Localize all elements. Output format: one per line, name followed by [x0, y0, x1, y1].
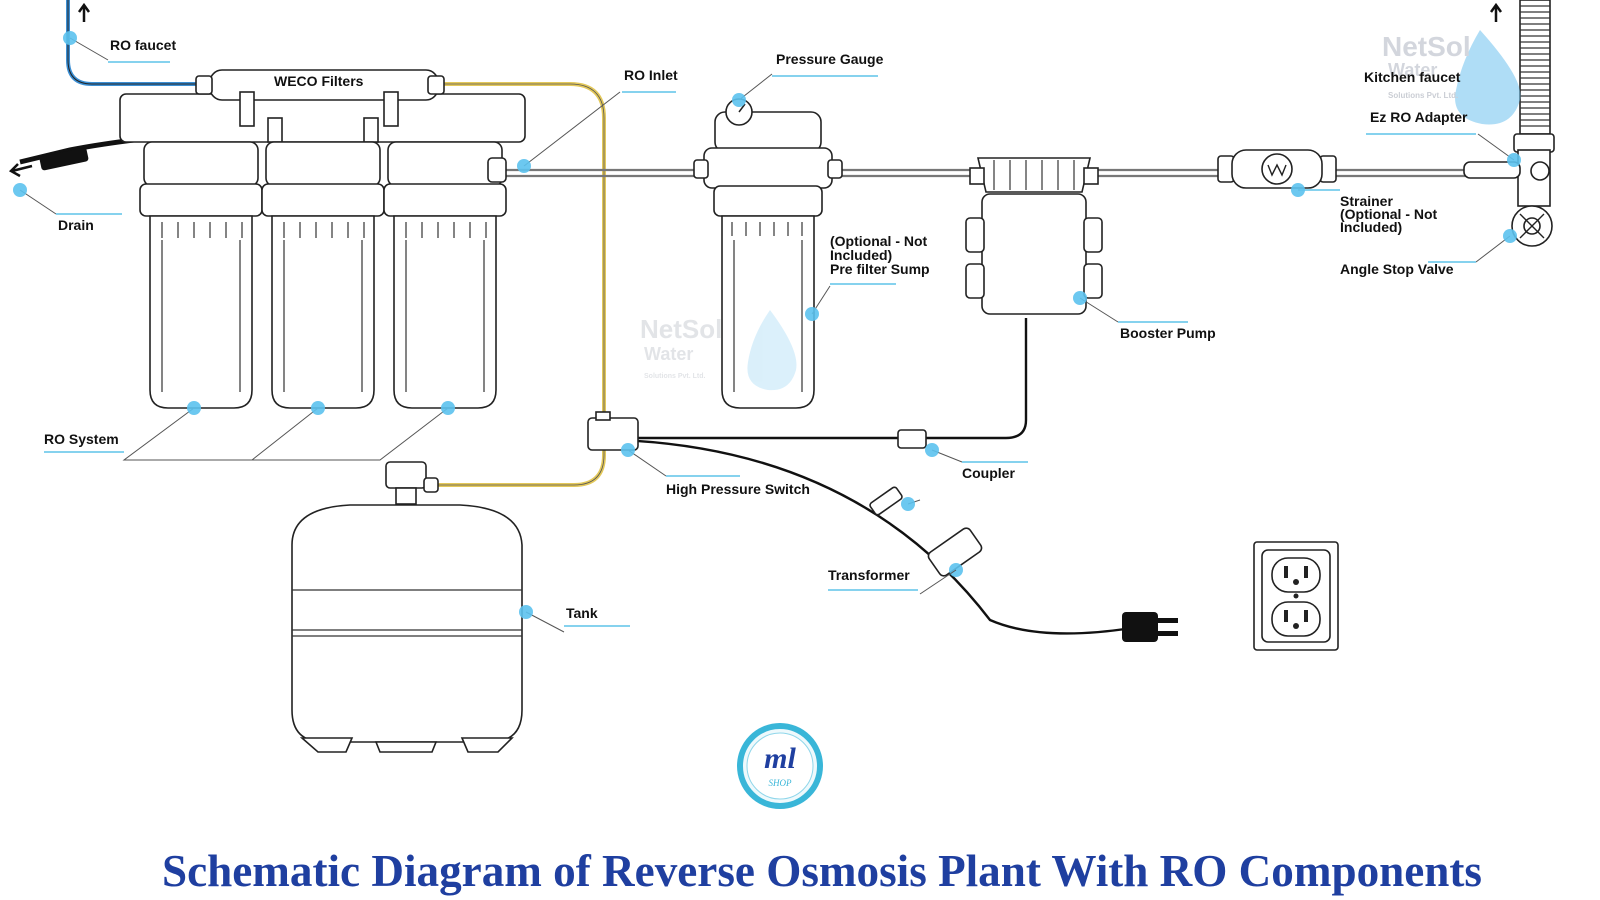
label-strainer-note: (Optional - Not — [1340, 206, 1438, 222]
pump-power-cable — [620, 318, 1028, 440]
svg-text:SHOP: SHOP — [769, 778, 792, 788]
callout-dot — [1073, 291, 1087, 305]
transformer-cable — [619, 438, 1133, 635]
callout-dot — [1291, 183, 1305, 197]
storage-tank — [291, 461, 523, 753]
strainer — [1217, 149, 1337, 189]
label-kitchen-faucet: Kitchen faucet — [1364, 69, 1461, 85]
plug-icon — [1122, 612, 1178, 642]
netsol-watermark-top: NetSol Water Solutions Pvt. Ltd. — [1382, 30, 1521, 125]
filter-canister — [139, 141, 263, 409]
label-ro-inlet: RO Inlet — [624, 67, 678, 83]
drain-arrow-icon — [8, 163, 33, 178]
svg-text:NetSol: NetSol — [1382, 31, 1471, 62]
prefilter-sump — [693, 98, 843, 409]
label-ez-ro-adapter: Ez RO Adapter — [1370, 109, 1468, 125]
label-coupler: Coupler — [962, 465, 1015, 481]
callout-dot — [517, 159, 531, 173]
label-ro-faucet: RO faucet — [110, 37, 176, 53]
label-prefilter-note: (Optional - Not — [830, 233, 928, 249]
callout-dot — [519, 605, 533, 619]
callout-dot — [732, 93, 746, 107]
svg-text:Water: Water — [644, 344, 693, 364]
label-prefilter-note: Included) — [830, 247, 892, 263]
label-pressure-gauge: Pressure Gauge — [776, 51, 884, 67]
angle-stop-valve — [1463, 0, 1555, 247]
kitchen-faucet-arrow-icon — [1489, 2, 1503, 22]
svg-text:Solutions Pvt. Ltd.: Solutions Pvt. Ltd. — [1388, 91, 1458, 100]
diagram-title: Schematic Diagram of Reverse Osmosis Pla… — [162, 846, 1482, 896]
svg-text:NetSol: NetSol — [640, 314, 722, 344]
up-arrow-icon — [77, 2, 91, 22]
filter-canister — [261, 141, 385, 409]
callout-dot — [311, 401, 325, 415]
callout-dot — [805, 307, 819, 321]
filter-canister — [383, 141, 507, 409]
callout-dot — [621, 443, 635, 457]
callout-dot — [925, 443, 939, 457]
svg-text:ml: ml — [764, 742, 796, 775]
label-strainer: Strainer — [1340, 193, 1393, 209]
transformer-body — [927, 527, 983, 577]
svg-text:Water: Water — [1388, 60, 1437, 80]
label-angle-stop-valve: Angle Stop Valve — [1340, 261, 1454, 277]
coupler-body — [897, 429, 927, 449]
label-tank: Tank — [566, 605, 598, 621]
callout-dot — [901, 497, 915, 511]
callout-dot — [63, 31, 77, 45]
coupler-2-body — [869, 486, 903, 516]
callout-dot — [441, 401, 455, 415]
label-weco-filters: WECO Filters — [274, 73, 364, 89]
label-prefilter-sump: Pre filter Sump — [830, 261, 930, 277]
label-strainer-note: Included) — [1340, 219, 1402, 235]
netsol-watermark-center: NetSol Water Solutions Pvt. Ltd. — [640, 310, 797, 391]
svg-text:Solutions Pvt. Ltd.: Solutions Pvt. Ltd. — [644, 373, 705, 380]
label-transformer: Transformer — [828, 567, 910, 583]
booster-pump — [965, 157, 1103, 315]
ml-shop-logo: ml SHOP — [737, 723, 823, 809]
callout-dot — [13, 183, 27, 197]
label-booster-pump: Booster Pump — [1120, 325, 1216, 341]
callout-dot — [1507, 153, 1521, 167]
wall-outlet-icon — [1253, 541, 1339, 651]
ro-system — [119, 69, 526, 409]
label-high-pressure-switch: High Pressure Switch — [666, 481, 810, 497]
callout-dot — [187, 401, 201, 415]
callout-dot — [1503, 229, 1517, 243]
label-drain: Drain — [58, 217, 94, 233]
label-ro-system: RO System — [44, 431, 119, 447]
high-pressure-switch-body — [587, 417, 639, 451]
